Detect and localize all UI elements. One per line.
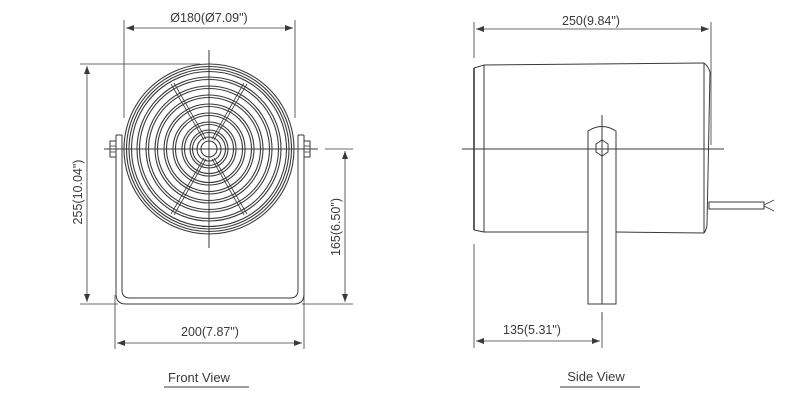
mount-offset-dimension: 135(5.31") bbox=[476, 313, 603, 348]
front-view: Ø180(Ø7.09") 255(10.04") 165(6.50") 200(… bbox=[71, 11, 353, 388]
length-dimension: 250(9.84") bbox=[473, 14, 712, 145]
u-bracket bbox=[115, 134, 305, 305]
speaker-body bbox=[473, 62, 711, 234]
front-centerlines bbox=[104, 50, 318, 248]
total-height-label: 255(10.04") bbox=[71, 160, 85, 225]
mount-offset-label: 135(5.31") bbox=[503, 323, 561, 337]
hex-bolt-icon bbox=[595, 139, 609, 157]
bracket-width-label: 200(7.87") bbox=[181, 325, 239, 339]
diameter-dimension: Ø180(Ø7.09") bbox=[123, 11, 296, 118]
front-view-label: Front View bbox=[168, 370, 231, 385]
total-height-dimension: 255(10.04") bbox=[71, 63, 200, 305]
length-label: 250(9.84") bbox=[562, 14, 620, 28]
side-mount-bracket bbox=[587, 115, 617, 320]
bracket-width-dimension: 200(7.87") bbox=[114, 295, 305, 349]
speaker-cable bbox=[708, 199, 775, 212]
diameter-label: Ø180(Ø7.09") bbox=[170, 11, 247, 25]
side-view-label: Side View bbox=[567, 369, 625, 384]
side-view: 250(9.84") bbox=[462, 14, 775, 388]
bracket-height-dimension: 165(6.50") bbox=[302, 148, 353, 305]
grille-spokes bbox=[170, 82, 248, 216]
bracket-height-label: 165(6.50") bbox=[329, 198, 343, 256]
